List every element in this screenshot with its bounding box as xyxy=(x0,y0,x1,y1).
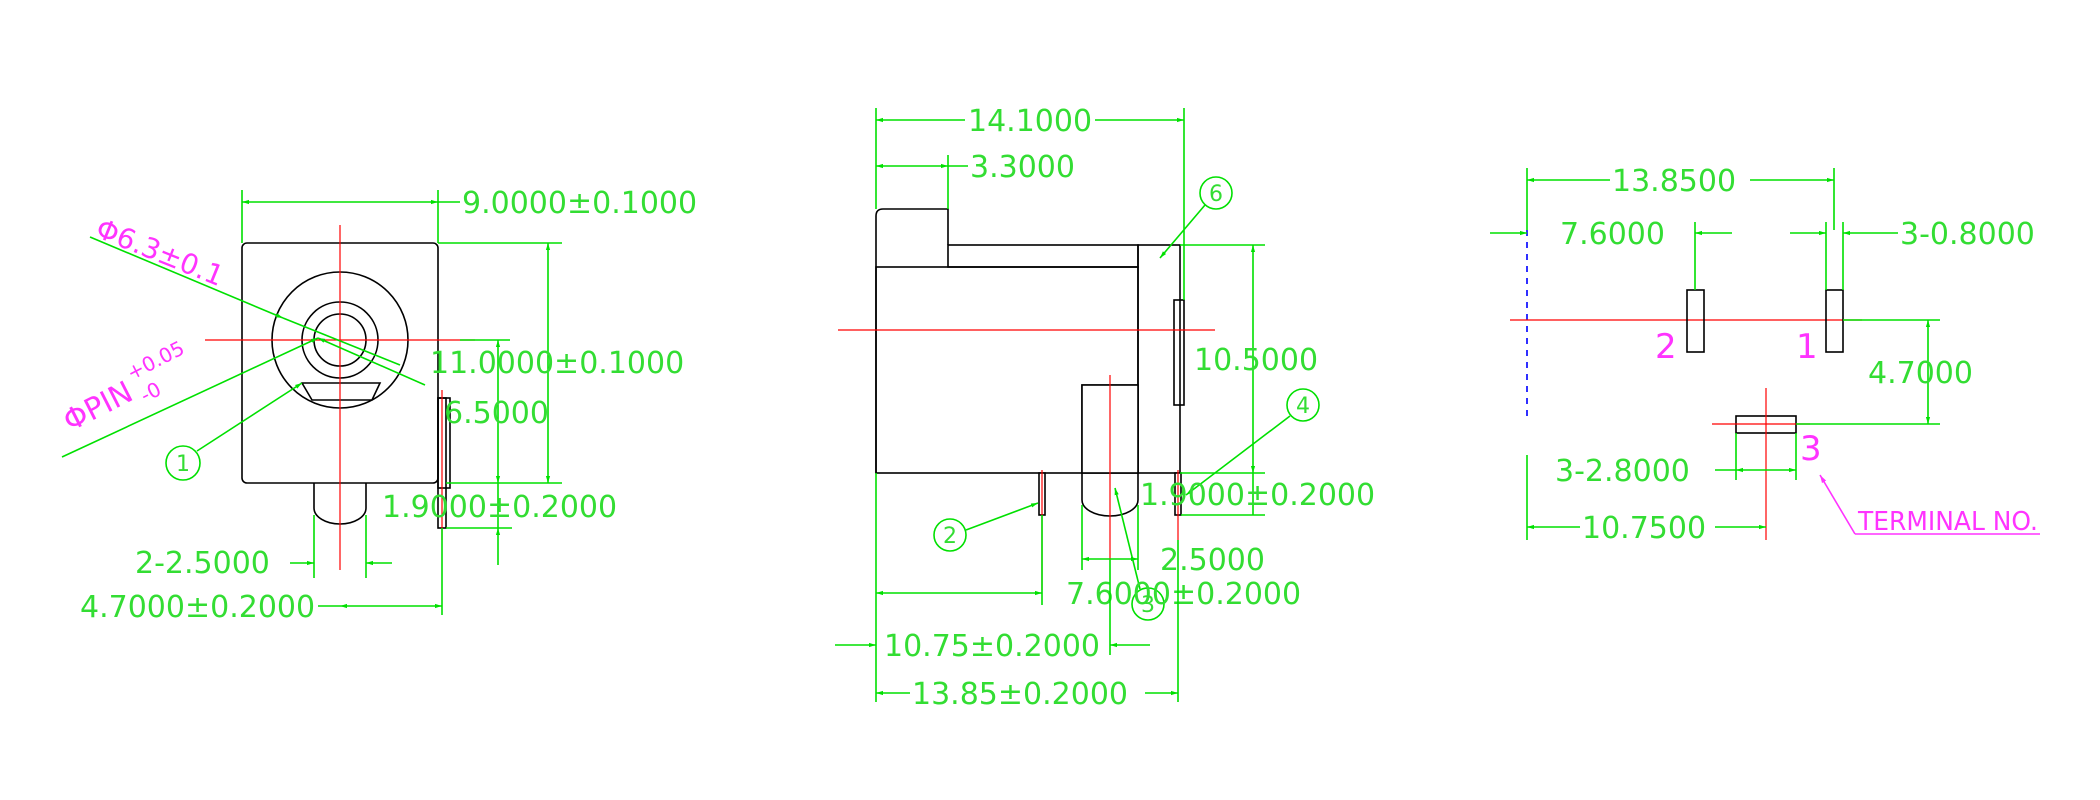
pad-1-label: 1 xyxy=(1796,327,1818,367)
footprint-pad-2 xyxy=(1686,289,1705,353)
side-front-plate xyxy=(1173,299,1185,406)
side-nose xyxy=(875,208,949,473)
footprint-pad-1 xyxy=(1825,289,1844,353)
dim-side-pin-height: 1.9000±0.2000 xyxy=(1140,478,1375,513)
balloon-6 xyxy=(1199,176,1233,210)
dim-front-h2: 6.5000 xyxy=(444,396,549,431)
terminal-note-leader xyxy=(1819,474,1856,535)
dim-side-dist-3: 13.85±0.2000 xyxy=(912,677,1128,712)
dim-fp-overall: 13.8500 xyxy=(1612,164,1736,199)
dim-side-pin-w: 2.5000 xyxy=(1160,543,1265,578)
front-notch xyxy=(300,382,382,401)
balloon-6-label: 6 xyxy=(1209,182,1223,207)
balloon-1 xyxy=(165,445,201,481)
pin-leader-through xyxy=(317,337,426,386)
dim-side-dist-1: 7.6000±0.2000 xyxy=(1066,577,1301,612)
dim-fp-pitch: 7.6000 xyxy=(1560,217,1665,252)
pad-2-label: 2 xyxy=(1655,327,1677,367)
balloon-6-leader xyxy=(1159,204,1206,259)
balloon-4-leader xyxy=(1185,415,1291,496)
dim-front-height: 11.0000±0.1000 xyxy=(430,346,684,381)
side-flange xyxy=(1137,244,1181,474)
balloon-1-leader xyxy=(196,382,303,452)
front-view: 9.0000±0.1000 Φ6.3±0.1 ΦPIN +0.05 -0 1 1… xyxy=(58,186,697,625)
dim-front-pin-tol-upper: +0.05 xyxy=(123,336,189,385)
balloon-2 xyxy=(933,518,967,552)
balloon-4-label: 4 xyxy=(1296,394,1310,419)
dim-fp-slot-w: 3-0.8000 xyxy=(1900,217,2035,252)
footprint-view: 13.8500 7.6000 3-0.8000 4.7000 3-2.8000 … xyxy=(1490,164,2040,546)
hole-leader xyxy=(89,236,284,319)
dim-side-height: 10.5000 xyxy=(1194,343,1318,378)
dim-side-nose: 3.3000 xyxy=(970,150,1075,185)
balloon-2-label: 2 xyxy=(943,524,957,549)
dim-fp-slot-len: 3-2.8000 xyxy=(1555,454,1690,489)
balloon-4 xyxy=(1286,388,1320,422)
side-body-top xyxy=(947,244,1139,268)
dim-front-width: 9.0000±0.1000 xyxy=(462,186,697,221)
hole-leader-through xyxy=(282,317,401,366)
balloon-1-label: 1 xyxy=(176,452,190,477)
balloon-3 xyxy=(1131,587,1165,621)
dim-front-pin: ΦPIN xyxy=(58,375,139,439)
pin-leader xyxy=(61,337,319,458)
dim-front-pitch: 2-2.5000 xyxy=(135,546,270,581)
dim-side-dist-2: 10.75±0.2000 xyxy=(884,629,1100,664)
balloon-3-leader xyxy=(1114,487,1141,590)
dim-front-hole: Φ6.3±0.1 xyxy=(91,212,228,293)
dim-front-offset: 4.7000±0.2000 xyxy=(80,590,315,625)
side-view: 14.1000 3.3000 6 10.5000 4 1.9000±0.2000… xyxy=(835,104,1375,712)
pad-3-label: 3 xyxy=(1800,429,1822,469)
front-side-tab xyxy=(437,397,451,489)
dim-front-h3: 1.9000±0.2000 xyxy=(382,490,617,525)
dim-fp-h-off: 10.7500 xyxy=(1582,511,1706,546)
balloon-3-label: 3 xyxy=(1141,593,1155,618)
dim-fp-v-off: 4.7000 xyxy=(1868,356,1973,391)
balloon-2-leader xyxy=(965,502,1039,531)
dim-side-top-length: 14.1000 xyxy=(968,104,1092,139)
terminal-note: TERMINAL NO. xyxy=(1857,507,2038,537)
